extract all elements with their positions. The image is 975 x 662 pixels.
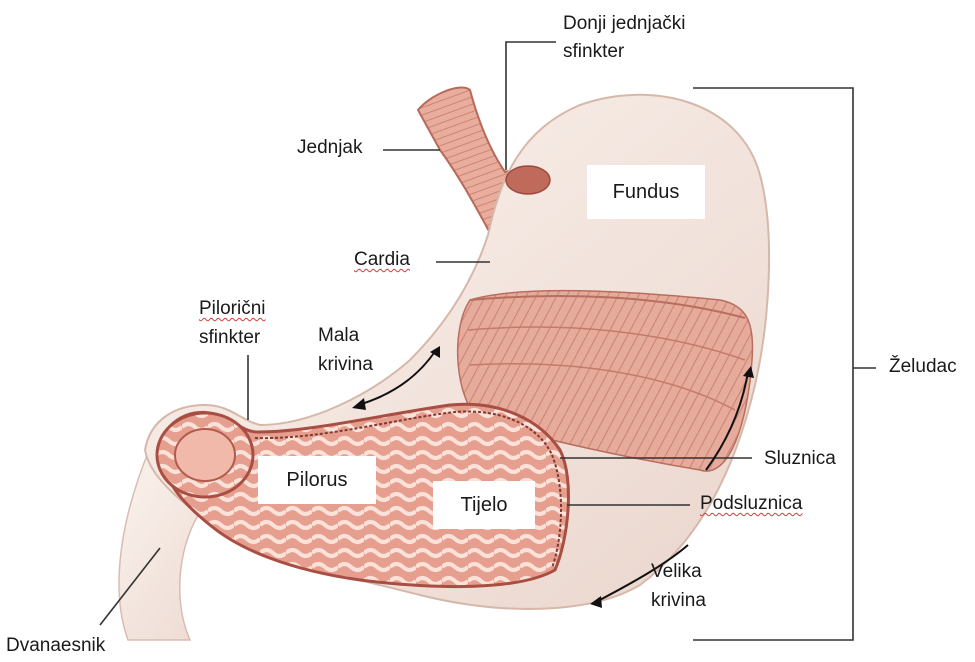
pyloric-sphincter-label-1: Pilorični bbox=[199, 297, 266, 321]
duodenum-label: Dvanaesnik bbox=[6, 634, 105, 658]
pyloric-sphincter-label-2: sfinkter bbox=[199, 326, 260, 350]
submucosa-label: Podsluznica bbox=[700, 492, 802, 516]
cardia-label: Cardia bbox=[354, 248, 410, 272]
lower-sphincter-label-1: Donji jednjački bbox=[563, 12, 686, 36]
mucosa-label: Sluznica bbox=[764, 447, 836, 471]
stomach-label: Želudac bbox=[889, 355, 957, 379]
greater-curvature-label-1: Velika bbox=[651, 560, 702, 584]
fundus-label: Fundus bbox=[587, 165, 705, 219]
greater-curvature-label-2: krivina bbox=[651, 589, 706, 613]
body-label: Tijelo bbox=[433, 481, 535, 529]
esophagus-label: Jednjak bbox=[297, 136, 363, 160]
lower-sphincter-label-2: sfinkter bbox=[563, 40, 624, 64]
lesser-curvature-label-1: Mala bbox=[318, 324, 359, 348]
pylorus-label: Pilorus bbox=[258, 456, 376, 504]
lesser-curvature-label-2: krivina bbox=[318, 353, 373, 377]
